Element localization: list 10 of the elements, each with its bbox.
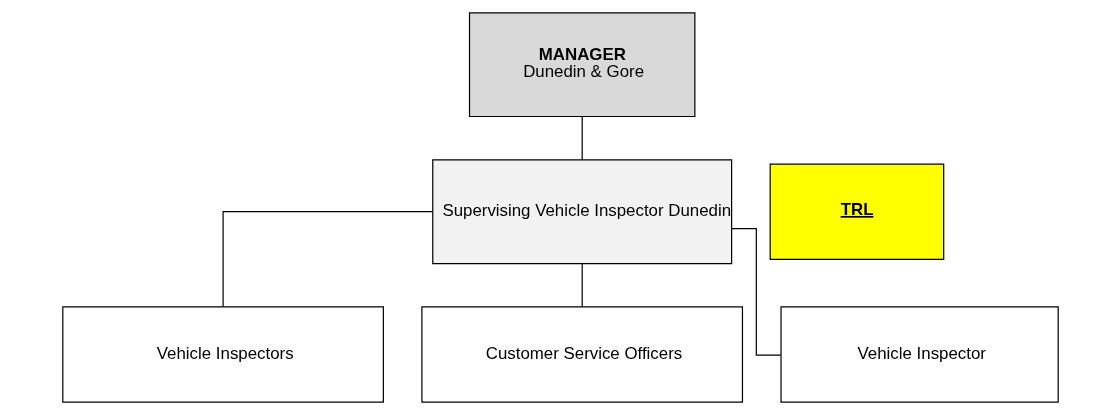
node-box: TRL bbox=[769, 163, 944, 260]
node-box: Customer Service Officers bbox=[420, 306, 743, 403]
connector bbox=[222, 211, 433, 308]
connector bbox=[730, 228, 781, 356]
node-box: Vehicle Inspectors bbox=[61, 306, 384, 403]
connector bbox=[581, 263, 583, 308]
connector bbox=[581, 115, 583, 161]
node-box: Supervising Vehicle Inspector Dunedin bbox=[431, 159, 732, 265]
node-box: MANAGER Dunedin & Gore bbox=[468, 12, 695, 118]
node-box: Vehicle Inspector bbox=[779, 306, 1059, 403]
